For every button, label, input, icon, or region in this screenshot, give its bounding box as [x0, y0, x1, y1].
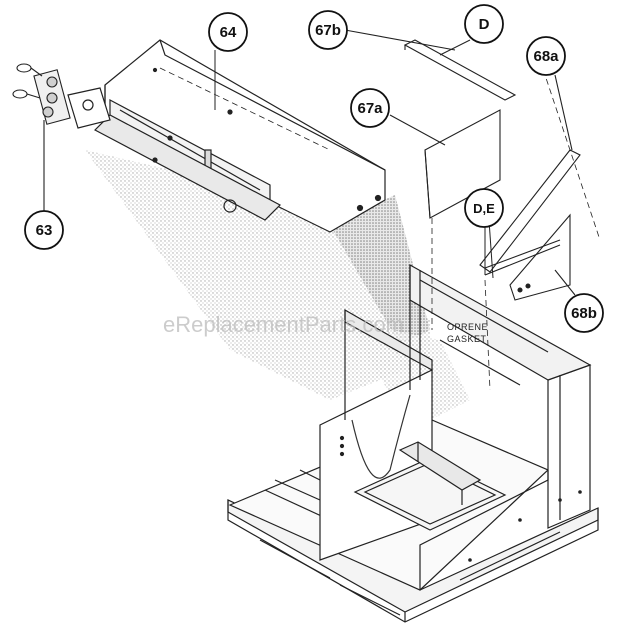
callout-67a-label: 67a — [357, 100, 383, 117]
callout-68a: 68a — [526, 36, 566, 76]
callout-67a: 67a — [350, 88, 390, 128]
fastener-leaders — [439, 39, 494, 391]
callout-68b-label: 68b — [571, 305, 597, 322]
callout-D-label: D — [479, 16, 490, 33]
callout-DE: D,E — [464, 188, 504, 228]
part-67b-strip — [344, 29, 517, 101]
callout-DE-label: D,E — [473, 201, 495, 216]
callout-64-label: 64 — [220, 24, 237, 41]
callout-63: 63 — [24, 210, 64, 250]
part-64-assembly — [67, 39, 386, 233]
part-68b-bracket — [484, 213, 576, 301]
projection-shadow — [85, 150, 470, 420]
part-68a-bar — [479, 59, 601, 273]
part-67a-panel — [389, 109, 501, 330]
callout-63-label: 63 — [36, 222, 53, 239]
part-63-valve — [12, 63, 71, 215]
callout-67b: 67b — [308, 10, 348, 50]
callout-64: 64 — [208, 12, 248, 110]
gasket-label-line1: OPRENE — [447, 322, 488, 332]
callout-68b: 68b — [564, 293, 604, 333]
watermark: eReplacementParts.com — [163, 312, 404, 337]
base-cabinet — [227, 263, 599, 623]
callout-67b-label: 67b — [315, 22, 341, 39]
callout-68a-label: 68a — [533, 48, 559, 65]
callout-D: D — [464, 4, 504, 44]
gasket-label-line2: GASKET — [447, 334, 487, 344]
